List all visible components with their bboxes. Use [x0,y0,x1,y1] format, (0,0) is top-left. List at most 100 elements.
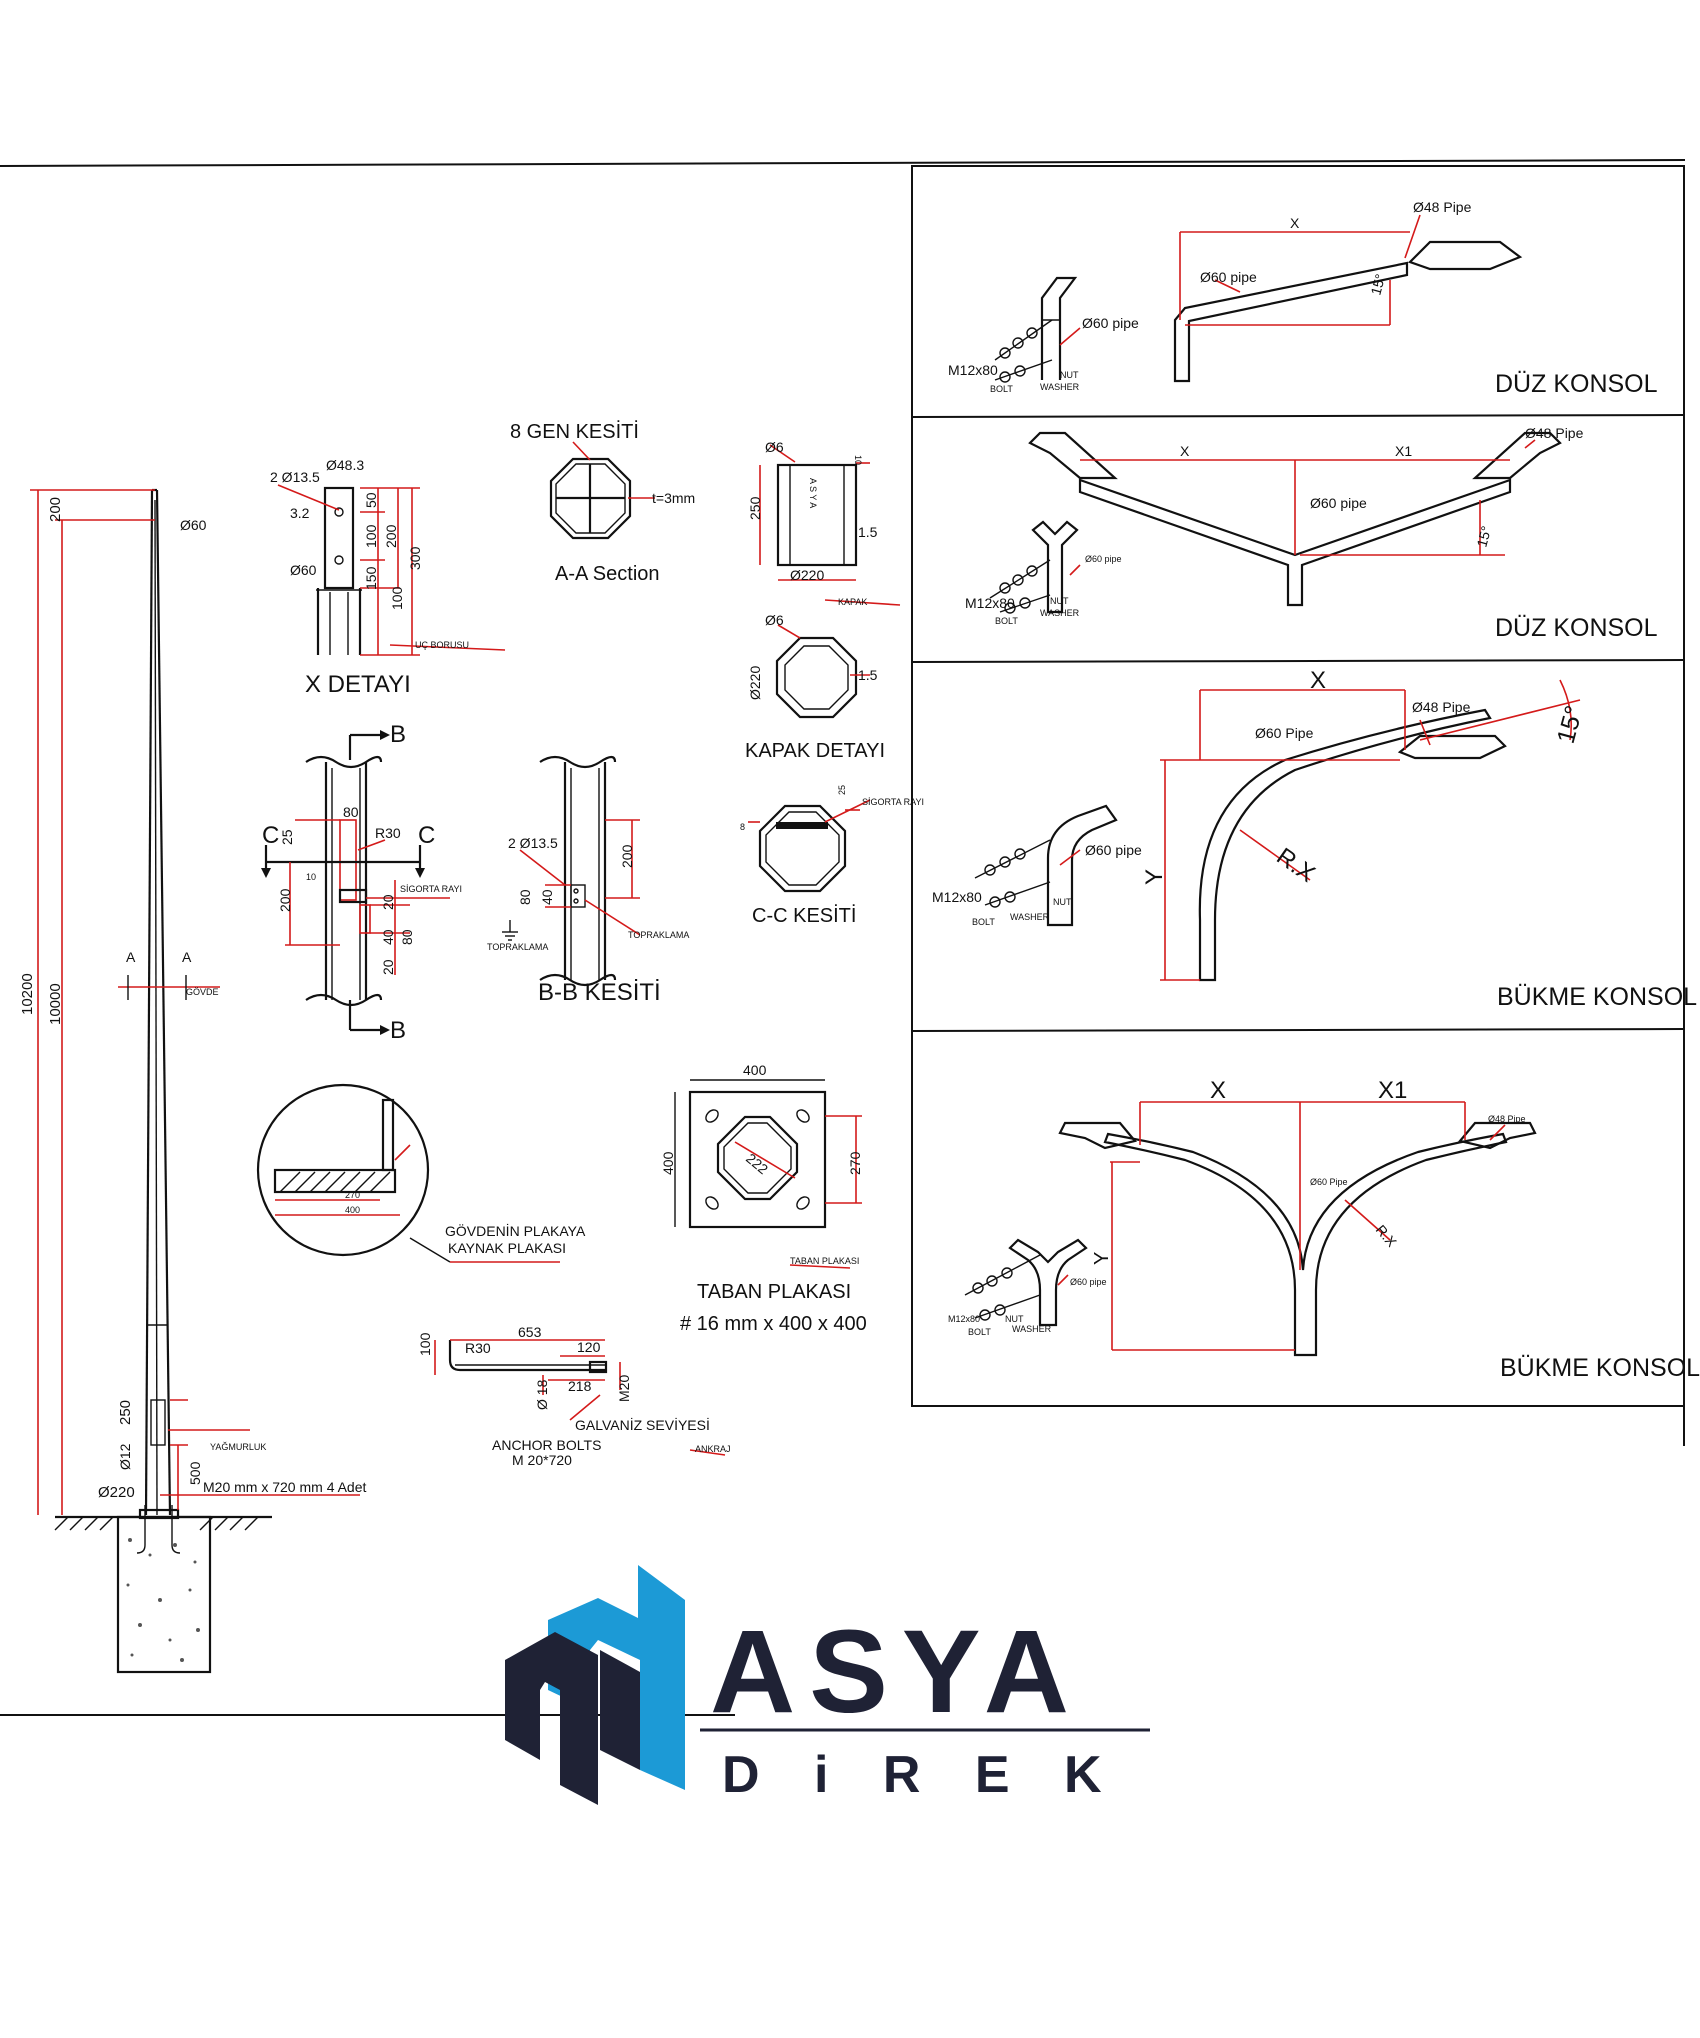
base-plate-spec: # 16 mm x 400 x 400 [680,1313,867,1335]
k4-rx: R.X [1373,1222,1401,1251]
door-d25: 25 [279,829,295,845]
bb-section: 2 Ø13.5 80 40 200 TOPRAKLAMA TOPRAKLAMA … [487,755,689,1006]
bb-title: B-B KESİTİ [538,979,661,1006]
k4-x1: X1 [1378,1077,1407,1104]
bb-d40: 40 [539,889,555,905]
base-plate-leader: TABAN PLAKASI [790,1256,859,1266]
pole-total-dim: 10200 [19,973,36,1015]
x-detail-pipe-top: Ø48.3 [326,457,364,473]
pole-top-dim: 200 [47,497,64,522]
anchor-d218: 218 [568,1378,592,1394]
anchor-galv: GALVANİZ SEVİYESİ [575,1416,710,1433]
anchor-r30: R30 [465,1340,491,1356]
kapak-t15: 1.5 [858,524,878,540]
x-detail-pipe: Ø60 [290,562,317,578]
anchor-d100: 100 [417,1332,433,1356]
k4-nut-l: NUT [1005,1314,1024,1324]
x-detail-d100a: 100 [363,524,379,548]
cc-leader: SİGORTA RAYI [862,797,924,807]
door-d20a: 20 [380,894,396,910]
k1-bolt: M12x80 [948,362,998,378]
govde-label: GÖVDE [186,987,219,997]
k4-y: Y [1091,1252,1113,1265]
logo-sub: D i R E K [722,1746,1122,1804]
door-c-left: C [262,822,279,849]
door-d20b: 20 [380,959,396,975]
door-d80b: 80 [399,929,415,945]
kapak-plan-hole: Ø6 [765,612,784,628]
weld-d270: 270 [345,1190,360,1200]
octagon-section-label: A-A Section [555,563,660,585]
weld-detail: 270 400 GÖVDENİN PLAKAYA KAYNAK PLAKASI [256,1083,586,1263]
k3-angle: 15° [1552,703,1589,747]
anchor-d18: Ø 18 [534,1379,550,1410]
anchor-note: M20 mm x 720 mm 4 Adet [203,1479,367,1495]
k4-x: X [1210,1077,1226,1104]
x-detail-d300: 300 [407,546,423,570]
k3-y: Y [1141,869,1168,885]
kapak-detail: Ø6 250 10 1.5 Ø220 A S Y A KAPAK Ø6 Ø220… [745,439,901,762]
k1-washer-l: WASHER [1040,382,1080,392]
bb-earth-left: TOPRAKLAMA [487,942,548,952]
bb-hole: 2 Ø13.5 [508,835,558,851]
kapak-hole: Ø6 [765,439,784,455]
door-leader: SİGORTA RAYI [400,884,462,894]
door-height-dim: 250 [117,1400,134,1425]
door-c-right: C [418,822,435,849]
x-detail-title: X DETAYI [305,671,411,698]
kapak-dia: Ø220 [790,567,824,583]
anchor-m20: M20 [616,1375,632,1402]
kapak-plan-t15: 1.5 [858,667,878,683]
bb-d80: 80 [517,889,533,905]
logo-name: ASYA [710,1606,1083,1738]
anchor-bolts: 100 R30 653 120 218 Ø 18 M20 GALVANİZ SE… [417,1324,731,1468]
pole-elevation: 10200 10000 200 Ø60 A A GÖVDE 250 YAĞMUR… [19,488,367,1674]
pole-section-a-left: A [126,949,136,965]
octagon-thickness: t=3mm [652,490,695,506]
bolt-set-4 [964,1254,1041,1321]
k4-washer-l: WASHER [1012,1324,1052,1334]
bb-earth-right: TOPRAKLAMA [628,930,689,940]
door-b-top: B [390,721,406,748]
k3-rx: R.X [1272,843,1320,888]
base-plate-inner: 270 [847,1151,863,1175]
kapak-title: KAPAK DETAYI [745,740,885,762]
cc-d8: 8 [740,822,745,832]
x-detail-leader: UÇ BORUSU [415,640,469,650]
anchor-title-1: ANCHOR BOLTS [492,1437,601,1453]
k3-washer-l: WASHER [1010,912,1050,922]
hole-dim: Ø12 [117,1443,133,1470]
door-r30: R30 [375,825,401,841]
kapak-plan-dia: Ø220 [747,666,763,700]
door-b-bottom: B [390,1017,406,1044]
k2-title: DÜZ KONSOL [1495,614,1658,642]
k4-pipe60: Ø60 Pipe [1310,1177,1348,1187]
kapak-leader: KAPAK [838,597,867,607]
anchor-d653: 653 [518,1324,542,1340]
base-plate-title: TABAN PLAKASI [697,1281,851,1303]
k3-bracket-pipe: Ø60 pipe [1085,842,1142,858]
k2-angle: 15° [1473,524,1494,549]
bolt-set-3 [974,839,1051,908]
base-plate: 400 400 270 222 TABAN PLAKASI TABAN PLAK… [660,1062,867,1335]
k3-pipe48: Ø48 Pipe [1412,699,1471,715]
logo-mark-navy [505,1632,598,1805]
cc-title: C-C KESİTİ [752,904,856,927]
pole-shaft-dim: 10000 [47,983,64,1025]
pole-section-a-right: A [182,949,192,965]
logo-mark-blue [548,1565,685,1790]
k3-pipe60: Ø60 Pipe [1255,725,1314,741]
panel-duz-konsol-double: X X1 Ø48 Pipe Ø60 pipe 15° Ø60 pipe M12x… [965,425,1658,642]
sheet-frame [0,159,1686,1716]
anchor-d120: 120 [577,1339,601,1355]
k2-bolt: M12x80 [965,595,1015,611]
bolt-set-1 [994,319,1053,383]
cc-d25: 25 [837,785,847,795]
k2-nut-l: NUT [1050,596,1069,606]
k4-bracket-pipe: Ø60 pipe [1070,1277,1107,1287]
door-d10: 10 [306,872,316,882]
k1-bracket-pipe: Ø60 pipe [1082,315,1139,331]
weld-d400: 400 [345,1205,360,1215]
anchor-title-2: M 20*720 [512,1452,572,1468]
cc-section: 25 8 SİGORTA RAYI C-C KESİTİ [740,785,924,927]
